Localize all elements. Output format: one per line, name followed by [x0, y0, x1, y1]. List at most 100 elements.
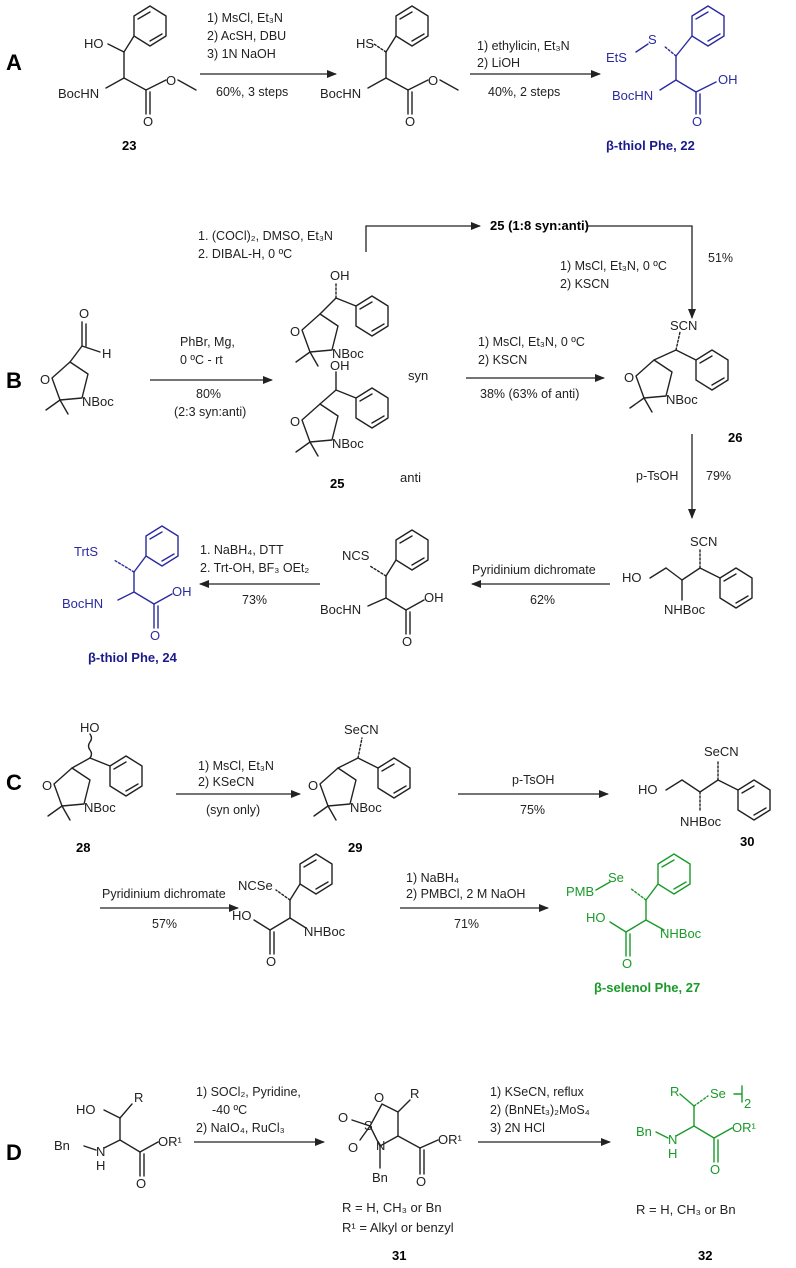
cond-a2-yield: 40%, 2 steps	[488, 85, 560, 99]
cond-c-red-line2: 2) PMBCl, 2 M NaOH	[406, 887, 525, 901]
atom-o-carbonyl-31: O	[416, 1174, 426, 1189]
atom-secn-29: SeCN	[344, 722, 379, 737]
cond-b-grig-line2: 0 ºC - rt	[180, 353, 223, 367]
atom-ho-28: HO	[80, 720, 100, 735]
label-syn: syn	[408, 368, 428, 383]
atom-r-32: R	[670, 1084, 679, 1099]
compound-24-label: β-thiol Phe, 24	[88, 650, 178, 665]
cond-b-ms-top-line2: 2) KSCN	[560, 277, 609, 291]
compound-26-label: 26	[728, 430, 742, 445]
atom-nh-32: N	[668, 1132, 677, 1147]
atom-bn-31: Bn	[372, 1170, 388, 1185]
atom-o-32: O	[710, 1162, 720, 1177]
cond-b-ms-mid-line2: 2) KSCN	[478, 353, 527, 367]
label-anti: anti	[400, 470, 421, 485]
atom-o-ald: O	[79, 306, 89, 321]
atom-n-31: N	[376, 1138, 385, 1153]
atom-nhboc-scn: NHBoc	[664, 602, 706, 617]
atom-bochn-24: BocHN	[62, 596, 103, 611]
atom-secn-30: SeCN	[704, 744, 739, 759]
atom-o-ncse: O	[266, 954, 276, 969]
atom-r-31: R	[410, 1086, 419, 1101]
scn-amino-alcohol-structure	[649, 547, 753, 609]
subscript-2-32: 2	[744, 1096, 751, 1111]
atom-se-27: Se	[608, 870, 624, 885]
compound-30-structure	[665, 759, 771, 821]
section-a-label: A	[6, 50, 22, 75]
serine-derivative-structure	[83, 1103, 159, 1177]
cond-c-pdc: Pyridinium dichromate	[102, 887, 226, 901]
compound-24-structure	[113, 525, 179, 629]
atom-nboc-26: NBoc	[666, 392, 698, 407]
atom-nhboc-ncse: NHBoc	[304, 924, 346, 939]
compound-22-structure	[635, 5, 725, 115]
cond-a2-line2: 2) LiOH	[477, 56, 520, 70]
atom-o-22: O	[692, 114, 702, 129]
section-c-label: C	[6, 770, 22, 795]
atom-h-d: H	[96, 1158, 105, 1173]
cond-b-ms-top-yield: 51%	[708, 251, 733, 265]
ncse-acid-structure	[253, 853, 333, 955]
cond-b-grig-yield: 80%	[196, 387, 221, 401]
r-definition-32: R = H, CH₃ or Bn	[636, 1202, 736, 1217]
atom-o-ring-29: O	[308, 778, 318, 793]
atom-pmb: PMB	[566, 884, 594, 899]
cond-b-grig-line1: PhBr, Mg,	[180, 335, 235, 349]
cond-b-ox-line2: 2. DIBAL-H, 0 ºC	[198, 247, 292, 261]
cond-c-red-line1: 1) NaBH₄	[406, 871, 459, 885]
compound-23-label: 23	[122, 138, 136, 153]
compound-28-structure	[47, 733, 143, 821]
atom-bochn-ncs: BocHN	[320, 602, 361, 617]
cond-b-red-yield: 73%	[242, 593, 267, 607]
compound-22-label: β-thiol Phe, 22	[606, 138, 695, 153]
atom-or1-32: OR¹	[732, 1120, 757, 1135]
atom-o-d: O	[136, 1176, 146, 1191]
atom-oh-syn: OH	[330, 268, 350, 283]
atom-bn-d: Bn	[54, 1138, 70, 1153]
cond-a2-line1: 1) ethylicin, Et₃N	[477, 39, 570, 53]
r-definition-31: R = H, CH₃ or Bn	[342, 1200, 442, 1215]
atom-s-31: S	[364, 1118, 373, 1133]
atom-r-d: R	[134, 1090, 143, 1105]
cond-b-pdc-yield: 62%	[530, 593, 555, 607]
atom-or1-31: OR¹	[438, 1132, 463, 1147]
atom-o-27: O	[622, 956, 632, 971]
atom-nh-d: N	[96, 1144, 105, 1159]
atom-bochn-22: BocHN	[612, 88, 653, 103]
atom-o-ring-anti: O	[290, 414, 300, 429]
cond-b-grig-ratio: (2:3 syn:anti)	[174, 405, 246, 419]
compound-25-ratio: 25 (1:8 syn:anti)	[490, 218, 589, 233]
cond-a1-line1: 1) MsCl, Et₃N	[207, 11, 283, 25]
cond-d1-line1: 1) SOCl₂, Pyridine,	[196, 1085, 301, 1099]
arrow-b-top	[586, 225, 696, 319]
atom-ho-30: HO	[638, 782, 658, 797]
compound-26-structure	[629, 331, 729, 413]
atom-o-ring-syn: O	[290, 324, 300, 339]
atom-o-ester-23: O	[166, 73, 176, 88]
r1-definition-31: R¹ = Alkyl or benzyl	[342, 1220, 454, 1235]
cond-c-ms-note: (syn only)	[206, 803, 260, 817]
atom-s-22: S	[648, 32, 657, 47]
atom-ncse: NCSe	[238, 878, 273, 893]
compound-28-label: 28	[76, 840, 90, 855]
cond-a1-yield: 60%, 3 steps	[216, 85, 288, 99]
atom-se-32: Se	[710, 1086, 726, 1101]
atom-hs: HS	[356, 36, 374, 51]
atom-nboc-ald: NBoc	[82, 394, 114, 409]
cond-d2-line2: 2) (BnNEt₃)₂MoS₄	[490, 1103, 590, 1117]
atom-oh-anti: OH	[330, 358, 350, 373]
atom-ncs: NCS	[342, 548, 370, 563]
compound-30-label: 30	[740, 834, 754, 849]
atom-bn-32: Bn	[636, 1124, 652, 1139]
cond-b-ms-top-line1: 1) MsCl, Et₃N, 0 ºC	[560, 259, 667, 273]
atom-h-32: H	[668, 1146, 677, 1161]
atom-h-ald: H	[102, 346, 111, 361]
cond-b-ox-line1: 1. (COCl)₂, DMSO, Et₃N	[198, 229, 333, 243]
cond-a1-line2: 2) AcSH, DBU	[207, 29, 286, 43]
compound-25-anti-structure	[295, 371, 389, 457]
cond-d1-line3: 2) NaIO₄, RuCl₃	[196, 1121, 285, 1135]
cond-c-pdc-yield: 57%	[152, 917, 177, 931]
cond-b-ms-mid-line1: 1) MsCl, Et₃N, 0 ºC	[478, 335, 585, 349]
cond-b-ms-mid-yield: 38% (63% of anti)	[480, 387, 579, 401]
